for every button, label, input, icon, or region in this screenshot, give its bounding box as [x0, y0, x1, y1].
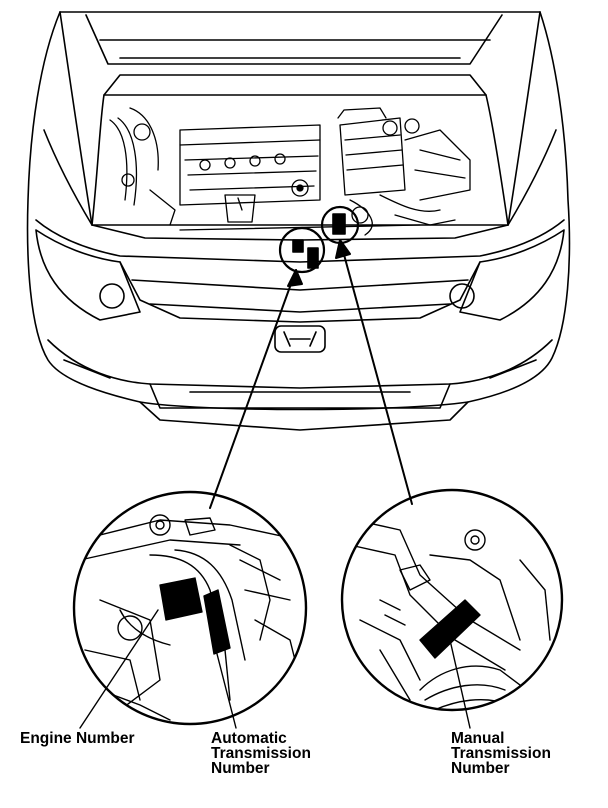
manual-transmission-number-label: Manual Transmission Number [451, 730, 551, 777]
automatic-transmission-line-2: Transmission [211, 745, 311, 762]
air-box [339, 117, 406, 196]
car-front-illustration [26, 11, 571, 431]
car-body-outline [26, 11, 571, 431]
arrow-to-engine-location [209, 269, 297, 509]
engine-bay-outline [91, 94, 509, 226]
detail-circle-right [340, 488, 564, 729]
bumper-lower [47, 339, 553, 389]
automatic-transmission-line-3: Number [211, 760, 270, 777]
engine-number-plate [159, 577, 203, 621]
engine-components [109, 107, 471, 236]
arrow-to-manual-location [339, 239, 413, 505]
automatic-transmission-line-1: Automatic [211, 730, 287, 747]
pointer-arrows [209, 239, 413, 509]
headlight-right [459, 229, 565, 321]
automatic-transmission-number-label: Automatic Transmission Number [211, 730, 311, 777]
headlight-left [35, 229, 141, 321]
engine-number-text: Engine Number [20, 730, 135, 747]
grille [119, 261, 481, 323]
manual-transmission-line-3: Number [451, 760, 510, 777]
detail-circle-left [72, 490, 308, 729]
manual-transmission-line-1: Manual [451, 730, 505, 747]
emblem [274, 325, 326, 353]
automatic-transmission-plate [203, 589, 231, 655]
manual-transmission-line-2: Transmission [451, 745, 551, 762]
engine-number-label: Engine Number [20, 730, 135, 747]
manual-transmission-plate [419, 599, 481, 659]
engine-number-location-circle [278, 226, 326, 274]
